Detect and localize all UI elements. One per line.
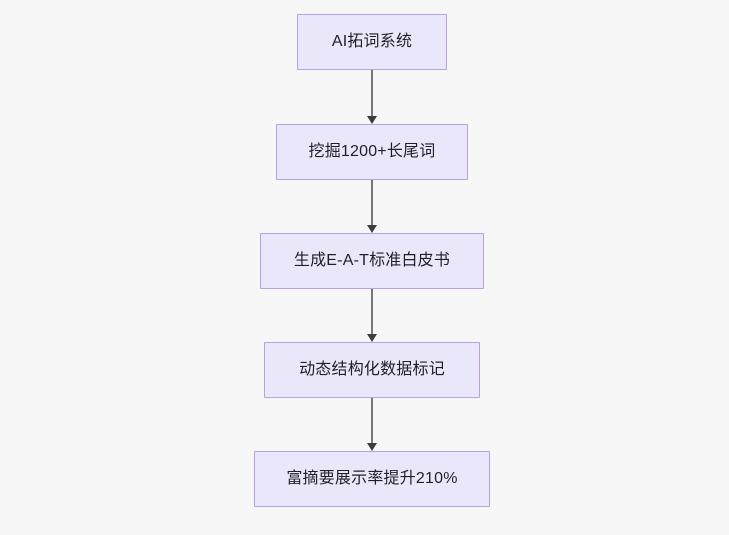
node-label: 动态结构化数据标记 bbox=[299, 361, 445, 378]
connector-line-3 bbox=[371, 289, 373, 334]
arrowhead-icon-1 bbox=[367, 116, 377, 124]
flowchart-node-generate-eat-whitepaper[interactable]: 生成E-A-T标准白皮书 bbox=[260, 233, 484, 289]
flowchart-node-ai-keyword-system[interactable]: AI拓词系统 bbox=[297, 14, 447, 70]
arrowhead-icon-4 bbox=[367, 443, 377, 451]
connector-line-4 bbox=[371, 398, 373, 443]
arrowhead-icon-2 bbox=[367, 225, 377, 233]
node-label: 生成E-A-T标准白皮书 bbox=[293, 252, 451, 269]
node-label: 富摘要展示率提升210% bbox=[286, 470, 458, 487]
arrowhead-icon-3 bbox=[367, 334, 377, 342]
flowchart-node-mine-longtail-keywords[interactable]: 挖掘1200+长尾词 bbox=[276, 124, 468, 180]
connector-line-2 bbox=[371, 180, 373, 225]
flowchart-node-dynamic-structured-data-markup[interactable]: 动态结构化数据标记 bbox=[264, 342, 480, 398]
connector-line-1 bbox=[371, 70, 373, 116]
node-label: AI拓词系统 bbox=[331, 33, 413, 50]
node-label: 挖掘1200+长尾词 bbox=[308, 143, 436, 160]
flowchart-node-rich-snippet-impression-lift[interactable]: 富摘要展示率提升210% bbox=[254, 451, 490, 507]
